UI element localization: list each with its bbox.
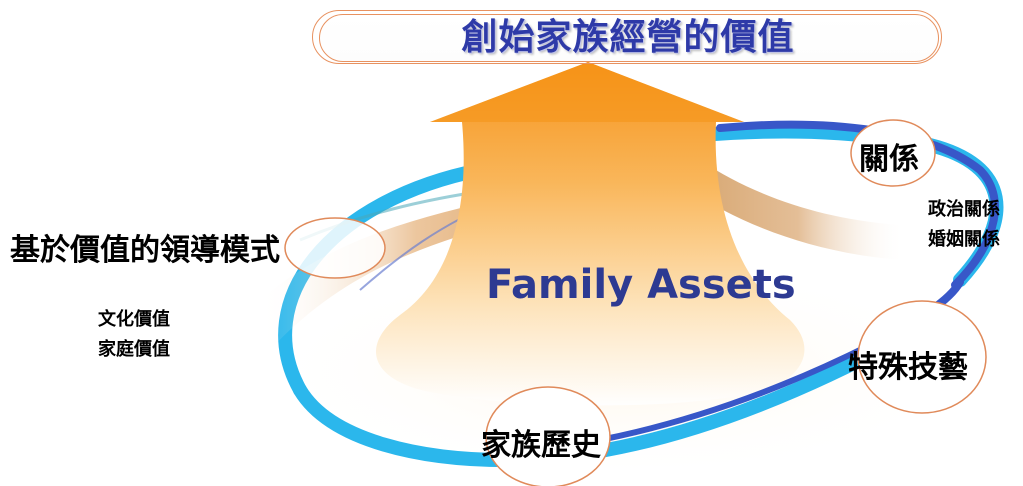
title-frame-outer	[312, 10, 942, 64]
title-banner: 創始家族經營的價值	[312, 10, 944, 66]
relationship-items: 政治關係 婚姻關係	[928, 195, 1000, 255]
center-label: Family Assets	[486, 262, 796, 308]
node-circle-history	[485, 386, 611, 486]
relationship-item: 政治關係	[928, 199, 1000, 220]
node-label-history: 家族歷史	[481, 428, 601, 463]
node-circle-skills	[857, 300, 987, 414]
leadership-item: 文化價值	[98, 309, 170, 330]
ring-inner-back	[716, 120, 999, 289]
arrow-head	[430, 62, 744, 122]
title-frame-inner	[319, 14, 939, 62]
node-circle-relationship	[850, 119, 936, 187]
node-circle-leadership	[284, 217, 386, 279]
growth-arrow	[376, 62, 805, 406]
node-label-leadership: 基於價值的領導模式	[10, 233, 280, 268]
diagram-title: 創始家族經營的價值	[461, 17, 795, 58]
swoosh-right	[690, 160, 905, 260]
relationship-item: 婚姻關係	[928, 229, 1000, 250]
leadership-item: 家庭價值	[98, 339, 170, 360]
node-label-skills: 特殊技藝	[848, 350, 968, 385]
ring-inner-front	[597, 342, 873, 443]
leadership-items: 文化價值 家庭價值	[98, 305, 170, 365]
node-label-relationship: 關係	[859, 142, 919, 177]
